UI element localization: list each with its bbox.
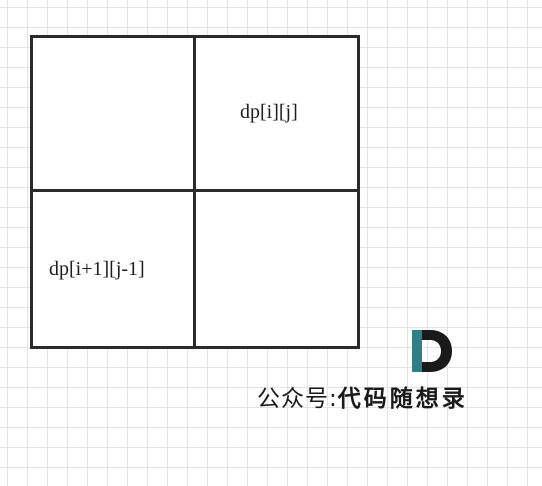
footer-brand: 代码随想录 <box>337 385 468 412</box>
footer-prefix: 公众号: <box>257 386 338 412</box>
dp-matrix <box>30 35 360 349</box>
label-dp-i1-j1: dp[i+1][j-1] <box>49 258 145 280</box>
label-dp-i-j: dp[i][j] <box>240 101 298 123</box>
cell-bottom-right <box>196 192 357 346</box>
logo-bowl <box>422 330 452 372</box>
footer-label: 公众号:代码随想录 <box>257 379 468 413</box>
cell-bottom-left <box>33 192 196 346</box>
cell-top-left <box>33 38 196 192</box>
logo-stem <box>412 330 422 372</box>
logo-d-icon <box>412 330 452 372</box>
cell-top-right <box>196 38 357 192</box>
